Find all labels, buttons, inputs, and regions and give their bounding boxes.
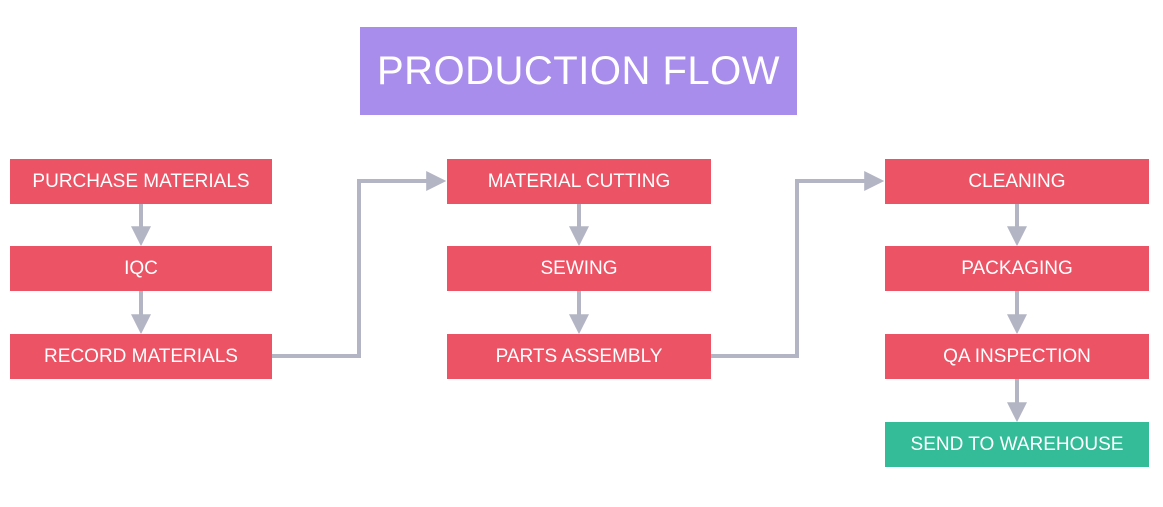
step-purchase-materials: PURCHASE MATERIALS [10, 159, 272, 204]
step-sewing: SEWING [447, 246, 711, 291]
step-record-materials: RECORD MATERIALS [10, 334, 272, 379]
step-packaging: PACKAGING [885, 246, 1149, 291]
step-qa-inspection: QA INSPECTION [885, 334, 1149, 379]
step-send-to-warehouse: SEND TO WAREHOUSE [885, 422, 1149, 467]
step-iqc: IQC [10, 246, 272, 291]
step-material-cutting: MATERIAL CUTTING [447, 159, 711, 204]
step-parts-assembly: PARTS ASSEMBLY [447, 334, 711, 379]
step-cleaning: CLEANING [885, 159, 1149, 204]
connector-record-to-cutting [272, 171, 447, 358]
connector-assembly-to-cleaning [711, 171, 885, 358]
diagram-title: PRODUCTION FLOW [360, 27, 797, 115]
